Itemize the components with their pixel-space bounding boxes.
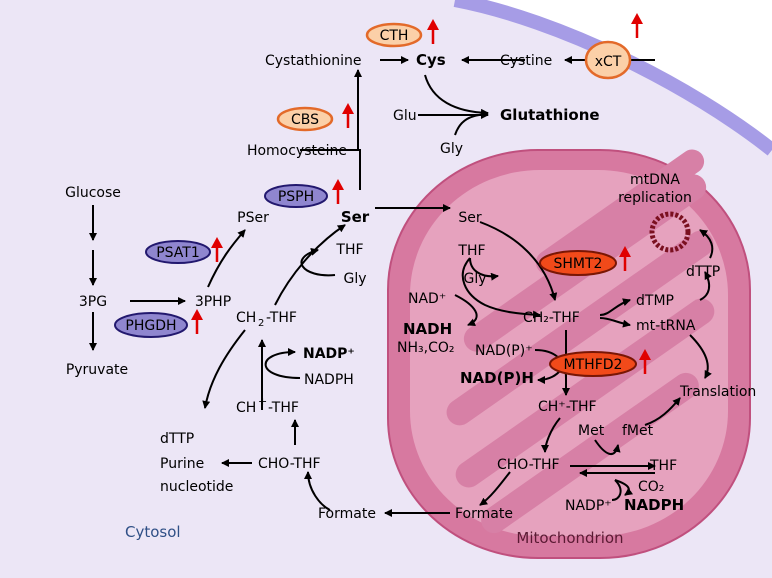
mitochondrion-label: Mitochondrion bbox=[516, 529, 623, 547]
enzyme-cbs: CBS bbox=[276, 103, 354, 132]
formate-label: Formate bbox=[318, 506, 376, 522]
cho-thf-label: CHO-THF bbox=[258, 456, 321, 472]
cystathionine-label: Cystathionine bbox=[265, 53, 362, 69]
mito-thf-label: THF bbox=[457, 243, 485, 259]
3php-label: 3PHP bbox=[195, 294, 231, 310]
svg-text:2: 2 bbox=[258, 318, 264, 329]
cystine-label: Cystine bbox=[500, 53, 552, 69]
mito-dttp-label: dTTP bbox=[686, 264, 720, 280]
ser-label: Ser bbox=[341, 208, 370, 226]
svg-text:CH: CH bbox=[236, 310, 256, 326]
enzyme-psph: PSPH bbox=[264, 179, 344, 208]
nadph-label: NADPH bbox=[304, 372, 354, 388]
homocysteine-label: Homocysteine bbox=[247, 143, 347, 159]
mito-fmet-label: fMet bbox=[622, 423, 654, 439]
nadp-plus-label: NADP⁺ bbox=[303, 346, 355, 362]
pyruvate-label: Pyruvate bbox=[66, 362, 128, 378]
mitochondrion bbox=[387, 149, 751, 559]
glutathione-label: Glutathione bbox=[500, 106, 600, 124]
svg-text:+: + bbox=[258, 395, 267, 408]
svg-text:CTH: CTH bbox=[380, 28, 409, 44]
nucleotide-label: nucleotide bbox=[160, 479, 233, 495]
mito-cho-thf-label: CHO-THF bbox=[497, 457, 560, 473]
mito-nadph-label: NADPH bbox=[624, 496, 684, 514]
mito-nadp-h-label: NAD(P)H bbox=[460, 369, 534, 387]
svg-text:SHMT2: SHMT2 bbox=[554, 256, 603, 272]
mtdna-label: mtDNA bbox=[630, 172, 680, 188]
ch2-thf-label: CH 2 -THF bbox=[236, 310, 297, 329]
pser-label: PSer bbox=[237, 210, 269, 226]
svg-text:PSPH: PSPH bbox=[278, 189, 314, 205]
svg-text:-THF: -THF bbox=[268, 400, 299, 416]
cys-label: Cys bbox=[416, 51, 446, 69]
mito-translation-label: Translation bbox=[679, 384, 756, 400]
enzyme-phgdh: PHGDH bbox=[114, 309, 203, 338]
dttp-label: dTTP bbox=[160, 431, 194, 447]
enzyme-mthfd2: MTHFD2 bbox=[549, 349, 651, 377]
svg-text:xCT: xCT bbox=[595, 54, 622, 70]
mito-met-label: Met bbox=[578, 423, 605, 439]
svg-text:PSAT1: PSAT1 bbox=[156, 245, 200, 261]
cytosol-label: Cytosol bbox=[125, 523, 181, 541]
replication-label: replication bbox=[618, 190, 692, 206]
mito-co2-label: CO₂ bbox=[638, 479, 664, 495]
thf-label: THF bbox=[335, 242, 363, 258]
svg-text:MTHFD2: MTHFD2 bbox=[564, 357, 623, 373]
mito-nad-plus-label: NAD⁺ bbox=[408, 291, 446, 307]
mito-nadp-in-label: NAD(P)⁺ bbox=[475, 343, 533, 359]
enzyme-shmt2: SHMT2 bbox=[539, 246, 631, 276]
mito-ch2-thf-label: CH₂-THF bbox=[523, 310, 580, 326]
svg-text:-THF: -THF bbox=[266, 310, 297, 326]
mito-formate-label: Formate bbox=[455, 506, 513, 522]
mito-nadp-plus-label: NADP⁺ bbox=[565, 498, 612, 514]
gly-label: Gly bbox=[343, 271, 366, 287]
mito-ser-label: Ser bbox=[458, 210, 482, 226]
mito-gly-label: Gly bbox=[463, 271, 486, 287]
cristae bbox=[446, 149, 715, 534]
svg-text:CBS: CBS bbox=[291, 112, 319, 128]
glu-label: Glu bbox=[393, 108, 417, 124]
purine-label: Purine bbox=[160, 456, 204, 472]
enzyme-psat1: PSAT1 bbox=[145, 237, 223, 264]
gly2-label: Gly bbox=[440, 141, 463, 157]
mito-thf2-label: THF bbox=[649, 458, 677, 474]
svg-text:CH: CH bbox=[236, 400, 256, 416]
glucose-label: Glucose bbox=[65, 185, 121, 201]
3pg-label: 3PG bbox=[79, 294, 107, 310]
transporter-xct: xCT bbox=[584, 13, 643, 80]
mtdna-icon bbox=[649, 211, 691, 253]
mito-nadh-label: NADH bbox=[403, 320, 452, 338]
mito-mttrna-label: mt-tRNA bbox=[636, 318, 696, 334]
ch-thf-label: CH + -THF bbox=[236, 395, 299, 416]
mito-dtmp-label: dTMP bbox=[636, 293, 674, 309]
svg-text:PHGDH: PHGDH bbox=[125, 318, 176, 334]
mito-nh3-co2-label: NH₃,CO₂ bbox=[397, 340, 454, 356]
enzyme-cth: CTH bbox=[365, 19, 439, 48]
mito-ch-thf-label: CH⁺-THF bbox=[538, 399, 597, 415]
